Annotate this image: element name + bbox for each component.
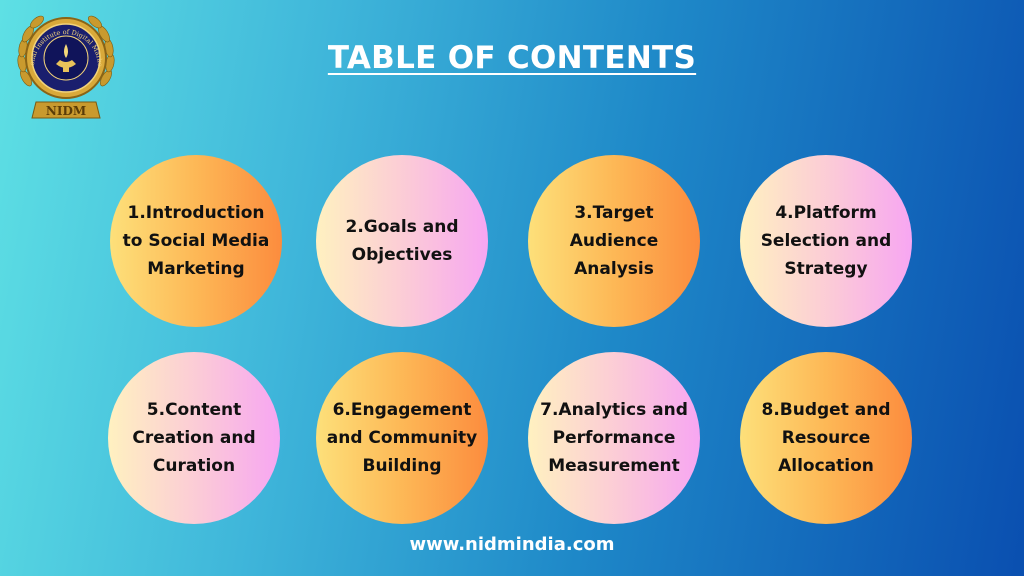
toc-item-6: 6.Engagement and Community Building — [316, 352, 488, 524]
toc-item-label: 3.Target Audience Analysis — [569, 203, 659, 279]
nidm-logo: National Institute of Digital Marketing … — [12, 8, 115, 119]
toc-item-label: 5.Content Creation and Curation — [132, 400, 256, 476]
website-url: www.nidmindia.com — [409, 534, 615, 555]
toc-item-label: 4.Platform Selection and Strategy — [760, 203, 892, 279]
toc-item-label: 2.Goals and Objectives — [345, 217, 459, 265]
toc-item-5: 5.Content Creation and Curation — [108, 352, 280, 524]
toc-item-label: 8.Budget and Resource Allocation — [761, 400, 891, 476]
toc-item-8: 8.Budget and Resource Allocation — [740, 352, 912, 524]
toc-item-label: 6.Engagement and Community Building — [326, 400, 478, 476]
toc-item-1: 1.Introduction to Social Media Marketing — [110, 155, 282, 327]
toc-item-label: 1.Introduction to Social Media Marketing — [122, 203, 270, 279]
toc-item-2: 2.Goals and Objectives — [316, 155, 488, 327]
toc-item-3: 3.Target Audience Analysis — [528, 155, 700, 327]
toc-item-4: 4.Platform Selection and Strategy — [740, 155, 912, 327]
page-title: TABLE OF CONTENTS — [327, 40, 697, 76]
logo-abbreviation: NIDM — [46, 104, 86, 118]
toc-item-label: 7.Analytics and Performance Measurement — [540, 400, 688, 476]
toc-item-7: 7.Analytics and Performance Measurement — [528, 352, 700, 524]
